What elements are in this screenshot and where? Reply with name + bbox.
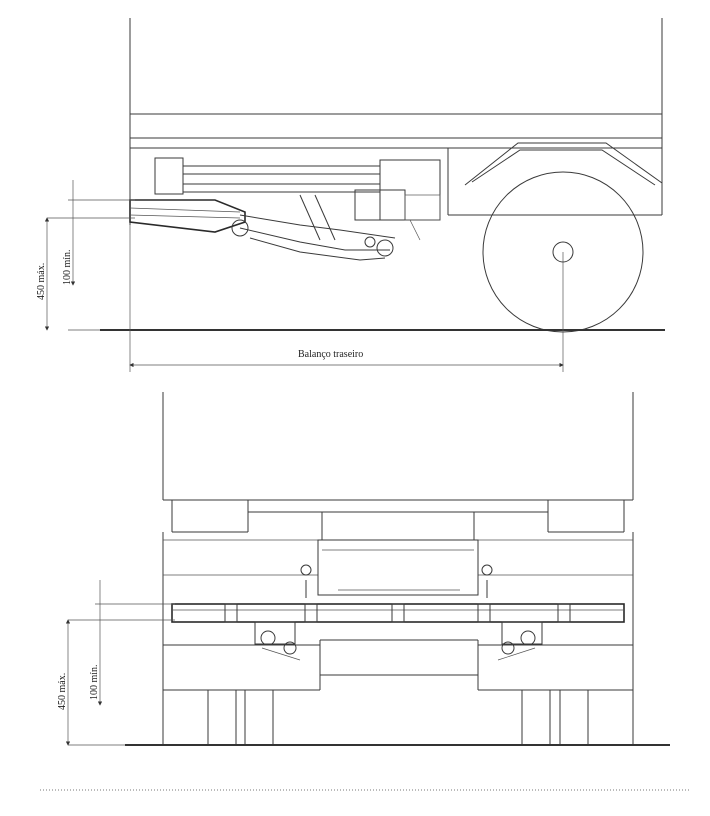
side-dimension-lines [47,199,564,372]
rear-max-height-label: 450 máx. [57,673,68,710]
side-min-height-label: 100 mín. [62,249,73,285]
suspension-right [497,621,543,661]
underrun-bumper-side [129,194,421,261]
rear-tyres [207,689,589,746]
side-max-height-label: 450 máx. [36,263,47,300]
lower-frame-rear [163,639,633,691]
rear-view: 450 máx. 100 mín. [57,392,670,746]
side-view: 450 máx. 100 mín. Balanço traseiro [36,18,665,372]
rear-min-height-label: 100 mín. [89,664,100,700]
wheel-arch [464,142,663,186]
differential-housing [317,511,479,596]
rear-dimension-lines [68,603,175,746]
truck-body-rear [162,392,634,745]
suspension-left [254,621,301,661]
truck-body-side [129,18,663,225]
underrun-bar-rear [171,603,625,623]
chassis-frame [154,157,441,221]
tow-hooks [300,564,493,598]
rear-overhang-label: Balanço traseiro [298,349,363,360]
